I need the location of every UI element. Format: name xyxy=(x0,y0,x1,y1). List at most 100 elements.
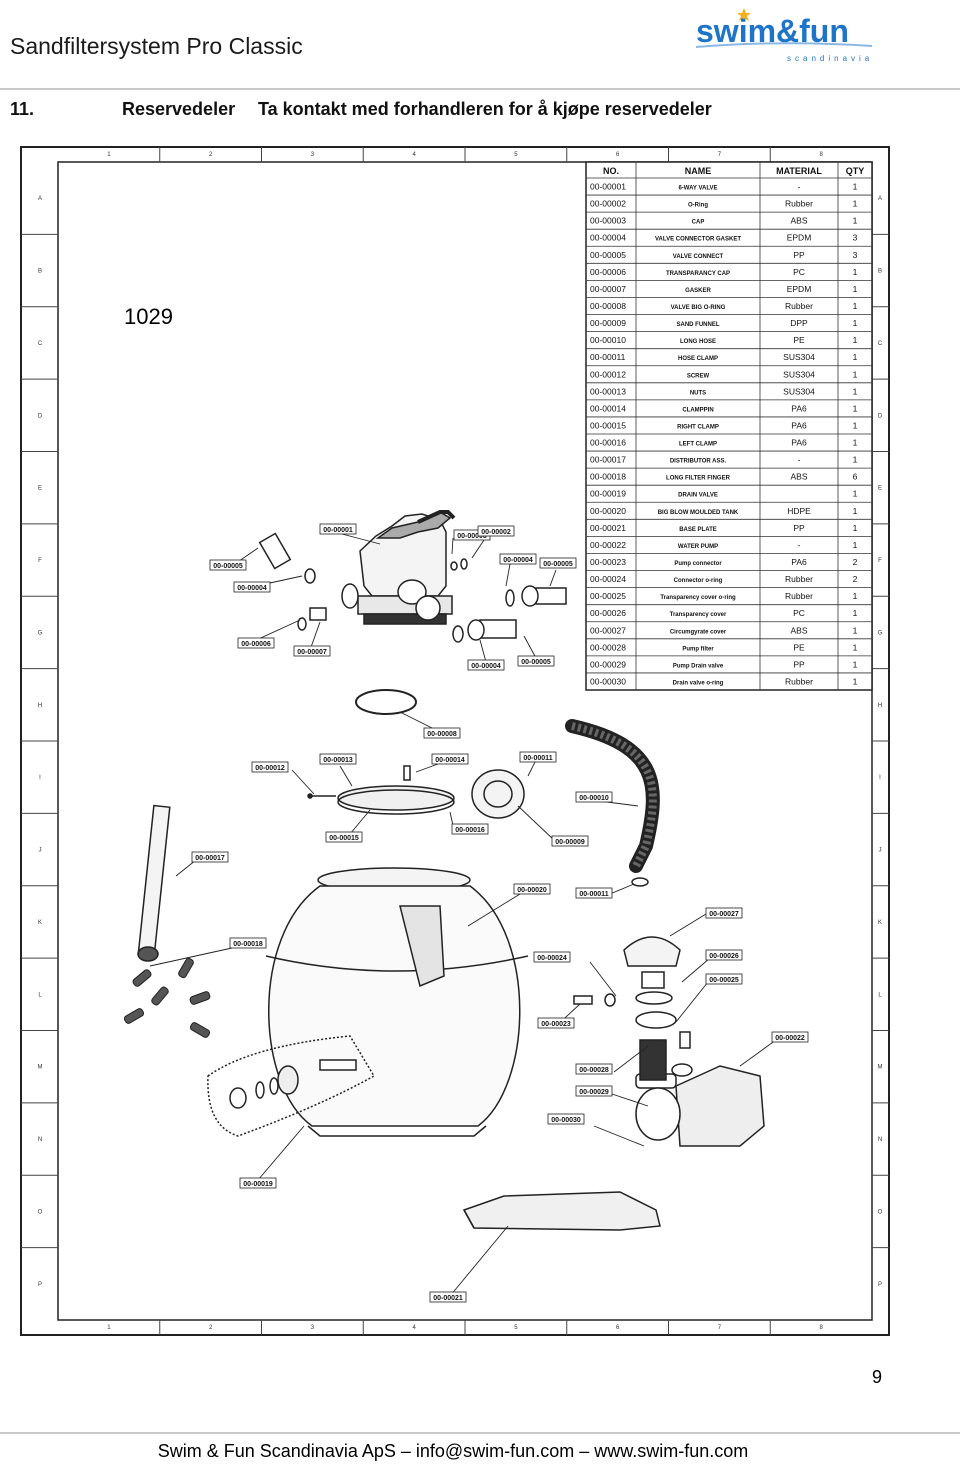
part-callout: 00-00014 xyxy=(431,753,469,765)
part-callout: 00-00004 xyxy=(467,659,505,671)
grid-row-label: F xyxy=(38,558,42,564)
part-callout: 00-00029 xyxy=(575,1085,613,1097)
part-callout: 00-00025 xyxy=(705,973,743,985)
parts-table-cell: 00-00017 xyxy=(590,455,626,465)
svg-text:00-00005: 00-00005 xyxy=(213,563,243,570)
footer-contact: Swim & Fun Scandinavia ApS – info@swim-f… xyxy=(157,1441,749,1461)
grid-row-label: I xyxy=(39,775,41,781)
svg-text:00-00013: 00-00013 xyxy=(323,757,353,764)
drawing-grid-marks xyxy=(21,147,889,1335)
grid-row-label: L xyxy=(38,992,42,998)
parts-table-cell: - xyxy=(798,540,801,550)
parts-table-cell: 00-00007 xyxy=(590,284,626,294)
svg-text:00-00018: 00-00018 xyxy=(233,941,263,948)
valve-big-o-ring xyxy=(355,689,417,715)
parts-table-cell: PA6 xyxy=(791,557,807,567)
parts-table-cell: ABS xyxy=(790,472,807,482)
svg-text:00-00019: 00-00019 xyxy=(243,1181,273,1188)
parts-table-cell: 00-00009 xyxy=(590,318,626,328)
swim-fun-logo: swim&fun scandinavia xyxy=(695,8,873,63)
part-callout: 00-00002 xyxy=(477,525,515,537)
grid-row-label: P xyxy=(38,1282,42,1288)
svg-text:00-00004: 00-00004 xyxy=(237,585,267,592)
part-callout: 00-00021 xyxy=(429,1291,467,1303)
svg-text:00-00003: 00-00003 xyxy=(457,533,487,540)
grid-column-label: 7 xyxy=(718,152,722,158)
filter-fingers xyxy=(123,957,211,1038)
parts-table-cell: 1 xyxy=(853,642,858,652)
parts-table-cell: SCREW xyxy=(687,373,710,379)
part-callout: 00-00017 xyxy=(191,851,229,863)
parts-table-cell: 1 xyxy=(853,506,858,516)
part-callout: 00-00001 xyxy=(319,523,357,535)
parts-table-cell: 3 xyxy=(853,233,858,243)
tank-clamp-assembly xyxy=(307,765,525,819)
parts-table-cell: 00-00010 xyxy=(590,335,626,345)
part-callout: 00-00019 xyxy=(239,1177,277,1189)
part-callout: 00-00005 xyxy=(517,655,555,667)
parts-table-cell: 1 xyxy=(853,420,858,430)
parts-table-cell: 00-00018 xyxy=(590,472,626,482)
parts-table-header: NAME xyxy=(685,166,712,176)
parts-table-cell: DRAIN VALVE xyxy=(678,493,718,499)
parts-table-cell: PE xyxy=(793,335,805,345)
part-callout: 00-00008 xyxy=(423,727,461,739)
svg-text:00-00015: 00-00015 xyxy=(329,835,359,842)
svg-text:00-00002: 00-00002 xyxy=(481,529,511,536)
parts-table-cell: 6-WAY VALVE xyxy=(678,186,717,192)
parts-table-cell: HOSE CLAMP xyxy=(678,356,718,362)
grid-row-label: C xyxy=(38,341,43,347)
parts-table-cell: 1 xyxy=(853,216,858,226)
svg-text:00-00020: 00-00020 xyxy=(517,887,547,894)
part-callout: 00-00027 xyxy=(705,907,743,919)
grid-column-label: 6 xyxy=(616,1325,620,1331)
svg-text:00-00005: 00-00005 xyxy=(543,561,573,568)
grid-row-label: E xyxy=(878,486,882,492)
parts-table-cell: EPDM xyxy=(787,284,812,294)
parts-table-cell: 6 xyxy=(853,472,858,482)
parts-table-cell: NUTS xyxy=(690,390,706,396)
parts-table-cell: EPDM xyxy=(787,233,812,243)
part-callout: 00-00020 xyxy=(513,883,551,895)
parts-table-cell: Pump connector xyxy=(674,561,722,567)
parts-table-cell: 1 xyxy=(853,284,858,294)
parts-table-cell: - xyxy=(798,455,801,465)
section-number: 11. xyxy=(10,99,35,119)
grid-row-label: I xyxy=(879,775,881,781)
svg-text:00-00005: 00-00005 xyxy=(521,659,551,666)
parts-table-cell: 3 xyxy=(853,250,858,260)
part-callout: 00-00011 xyxy=(575,887,613,899)
parts-table-cell: Transparency cover xyxy=(670,612,727,618)
svg-text:00-00025: 00-00025 xyxy=(709,977,739,984)
parts-table-cell: 1 xyxy=(853,659,858,669)
parts-table-cell: O-Ring xyxy=(688,203,708,209)
part-callout: 00-00016 xyxy=(451,823,489,835)
svg-text:00-00030: 00-00030 xyxy=(551,1117,581,1124)
svg-text:00-00011: 00-00011 xyxy=(523,755,552,762)
part-callout: 00-00012 xyxy=(251,761,289,773)
parts-table-cell: ABS xyxy=(790,216,807,226)
grid-column-label: 3 xyxy=(311,1325,315,1331)
grid-column-label: 4 xyxy=(412,152,416,158)
grid-column-label: 6 xyxy=(616,152,620,158)
grid-row-label: D xyxy=(38,413,43,419)
parts-table-cell: BIG BLOW MOULDED TANK xyxy=(658,510,739,516)
parts-table-cell: GASKER xyxy=(685,288,711,294)
drawing-number: 1029 xyxy=(124,304,173,329)
parts-table-cell: 1 xyxy=(853,352,858,362)
svg-text:00-00009: 00-00009 xyxy=(555,839,585,846)
parts-table-cell: 00-00005 xyxy=(590,250,626,260)
part-callout: 00-00022 xyxy=(771,1031,809,1043)
parts-table-cell: PP xyxy=(793,250,805,260)
parts-table-cell: 00-00015 xyxy=(590,420,626,430)
svg-text:00-00022: 00-00022 xyxy=(775,1035,805,1042)
svg-text:00-00012: 00-00012 xyxy=(255,765,285,772)
grid-column-label: 2 xyxy=(209,1325,213,1331)
grid-row-label: N xyxy=(38,1137,42,1143)
parts-table-cell: 1 xyxy=(853,335,858,345)
parts-table-cell: RIGHT CLAMP xyxy=(677,424,719,430)
part-callout: 00-00005 xyxy=(209,559,247,571)
grid-row-label: J xyxy=(879,848,882,854)
svg-text:00-00026: 00-00026 xyxy=(709,953,739,960)
parts-table-cell: 00-00025 xyxy=(590,591,626,601)
